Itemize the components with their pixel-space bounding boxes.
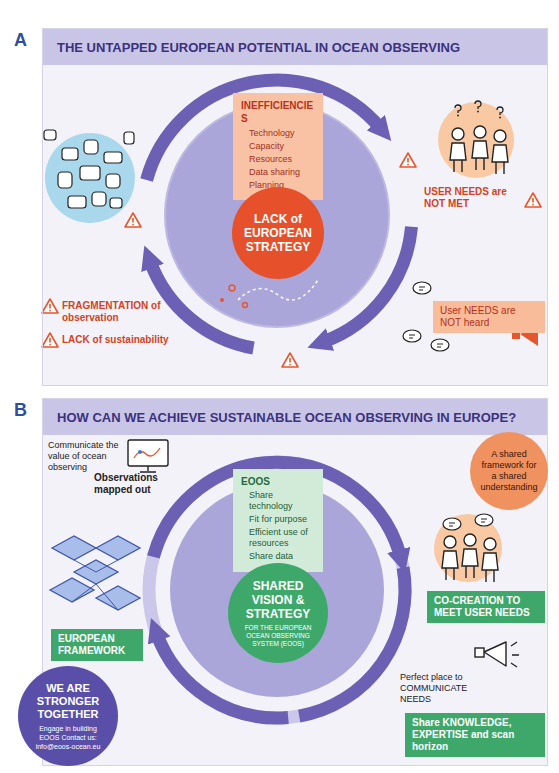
vision-circle: SHARED VISION & STRATEGY FOR THE EUROPEAN… xyxy=(228,563,328,663)
list-item: Data sharing xyxy=(241,166,317,179)
circle-text: A shared framework for a shared understa… xyxy=(479,449,540,493)
warning-label: USER NEEDS are NOT MET xyxy=(424,186,524,210)
circle-text: Engage in building EOOS Contact us: info… xyxy=(29,724,107,751)
list-item: Resources xyxy=(241,153,317,166)
list-item: Share technology xyxy=(241,490,317,512)
panel-title: HOW CAN WE ACHIEVE SUSTAINABLE OCEAN OBS… xyxy=(57,410,516,425)
panel: HOW CAN WE ACHIEVE SUSTAINABLE OCEAN OBS… xyxy=(42,398,548,766)
circle-heading: SHARED VISION & STRATEGY xyxy=(239,579,317,621)
box-heading: INEFFICIENCIES xyxy=(241,99,317,125)
circle-content: A shared framework for a shared understa… xyxy=(479,449,540,493)
panel-title: THE UNTAPPED EUROPEAN POTENTIAL IN OCEAN… xyxy=(57,40,460,55)
tag-text: User NEEDS are NOT heard xyxy=(440,305,538,329)
panel: THE UNTAPPED EUROPEAN POTENTIAL IN OCEAN… xyxy=(42,28,548,386)
title-band: THE UNTAPPED EUROPEAN POTENTIAL IN OCEAN… xyxy=(43,29,547,65)
circle-heading: WE ARE STRONGER TOGETHER xyxy=(29,682,107,721)
note-label: Observations mapped out xyxy=(94,472,180,496)
framework-tag: EUROPEAN FRAMEWORK xyxy=(51,629,143,661)
strategy-circle: LACK of EUROPEAN STRATEGY xyxy=(232,187,324,279)
list-item: Efficient use of resources xyxy=(241,527,317,549)
tag-text: CO-CREATION TO MEET USER NEEDS xyxy=(434,595,538,619)
circle-content: WE ARE STRONGER TOGETHER Engage in buildi… xyxy=(29,682,107,751)
inefficiencies-box: INEFFICIENCIES TechnologyCapacityResource… xyxy=(233,93,323,200)
circle-content: LACK of EUROPEAN STRATEGY xyxy=(242,212,314,254)
list-item: Fit for purpose xyxy=(241,514,317,525)
eoos-box: EOOS Share technologyFit for purposeEffic… xyxy=(233,469,323,572)
title-band: HOW CAN WE ACHIEVE SUSTAINABLE OCEAN OBS… xyxy=(43,399,547,435)
warning-label: FRAGMENTATION of observation xyxy=(62,300,180,324)
tag-text: EUROPEAN FRAMEWORK xyxy=(58,633,136,657)
together-circle: WE ARE STRONGER TOGETHER Engage in buildi… xyxy=(18,666,118,766)
list-item: Technology xyxy=(241,127,317,140)
needs-tag: User NEEDS are NOT heard xyxy=(433,301,545,333)
note-label: Perfect place to COMMUNICATE NEEDS xyxy=(400,672,476,705)
knowledge-tag: Share KNOWLEDGE, EXPERTISE and scan hori… xyxy=(405,713,545,757)
list-item: Capacity xyxy=(241,140,317,153)
panel-letter: B xyxy=(14,400,38,420)
box-heading: EOOS xyxy=(241,475,317,488)
warning-label: LACK of sustainability xyxy=(62,334,180,346)
note-label: Communicate the value of ocean observing xyxy=(48,440,124,473)
framework-circle: A shared framework for a shared understa… xyxy=(470,432,548,510)
tag-text: Share KNOWLEDGE, EXPERTISE and scan hori… xyxy=(412,717,538,753)
panel-letter: A xyxy=(14,30,38,50)
cocreation-tag: CO-CREATION TO MEET USER NEEDS xyxy=(427,591,545,623)
circle-text: LACK of EUROPEAN STRATEGY xyxy=(242,212,314,254)
circle-text: FOR THE EUROPEAN OCEAN OBSERVING SYSTEM … xyxy=(239,624,317,648)
list-item: Share data xyxy=(241,551,317,562)
circle-content: SHARED VISION & STRATEGY FOR THE EUROPEAN… xyxy=(239,579,317,648)
